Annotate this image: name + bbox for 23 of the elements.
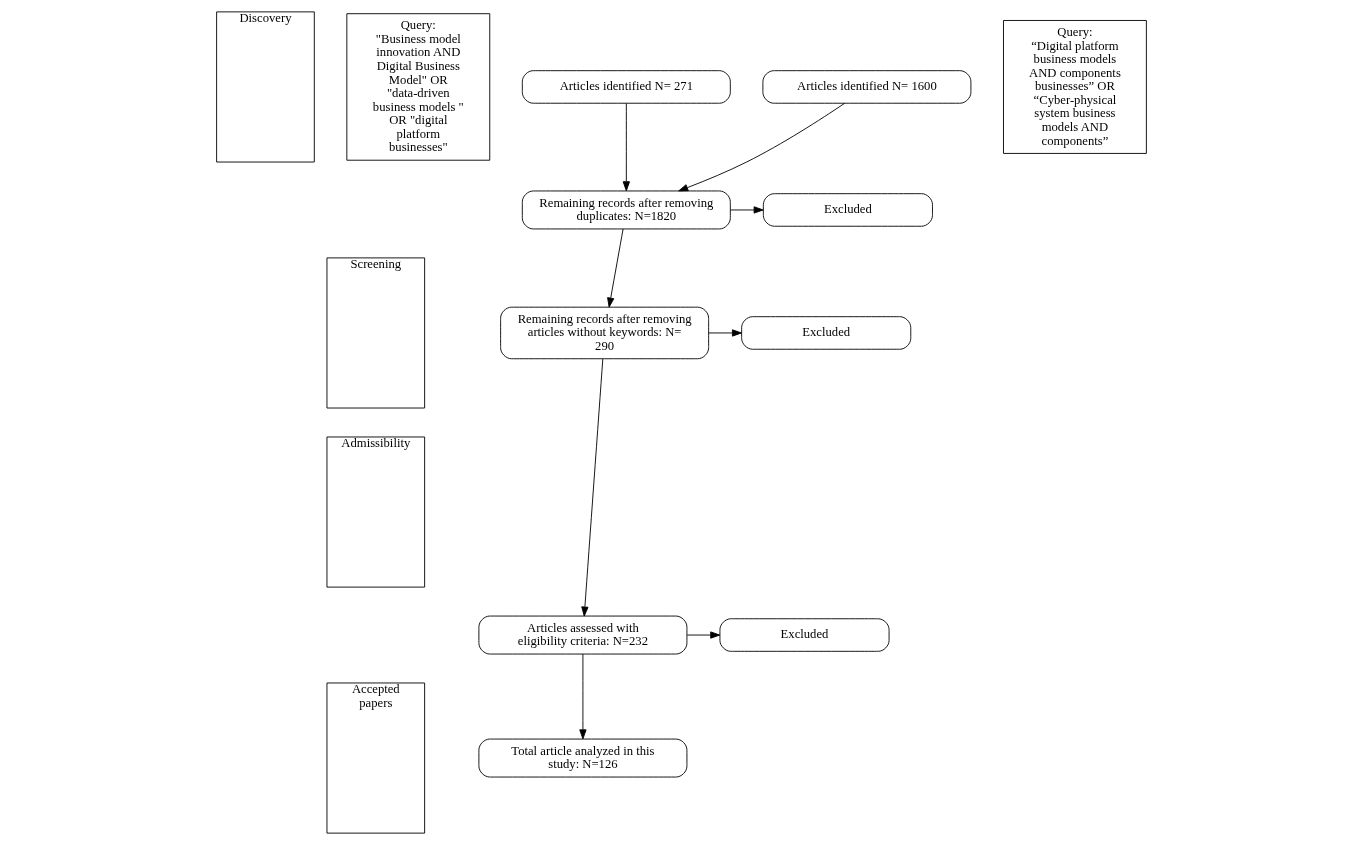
arrow (578, 653, 587, 740)
node-box: Accepted papers (326, 682, 425, 834)
node-box: Remaining records after removing articles without keywords: N= 290 (499, 306, 709, 360)
node-box: Discovery (215, 11, 315, 163)
arrow (707, 329, 742, 337)
node-box: Excluded (762, 193, 933, 227)
node-box: Admissibility (326, 436, 425, 588)
node-box: Total article analyzed in this study: N=126 (477, 738, 687, 778)
arrow (686, 631, 720, 639)
arrow (580, 358, 603, 617)
node-box: Screening (326, 257, 425, 409)
arrow (622, 103, 630, 192)
node-box: Query: "Business model innovation AND Digital Business Model" OR "data-driven business models " OR "digital platform businesses" (345, 13, 490, 161)
node-box: Articles identified N= 271 (521, 70, 731, 104)
node-box: Articles assessed with eligibility criteria: N=232 (477, 615, 687, 655)
arrow (606, 228, 624, 308)
node-box: Excluded (719, 618, 890, 652)
arrow (729, 206, 764, 214)
node-box: Query: “Digital platform business models AND components businesses” OR “Cyber-physical system business models AND components” (1002, 20, 1147, 154)
node-box: Remaining records after removing duplicates: N=1820 (521, 190, 731, 230)
arrow (677, 102, 845, 192)
node-box: Excluded (740, 316, 911, 350)
node-box: Articles identified N= 1600 (761, 70, 971, 104)
